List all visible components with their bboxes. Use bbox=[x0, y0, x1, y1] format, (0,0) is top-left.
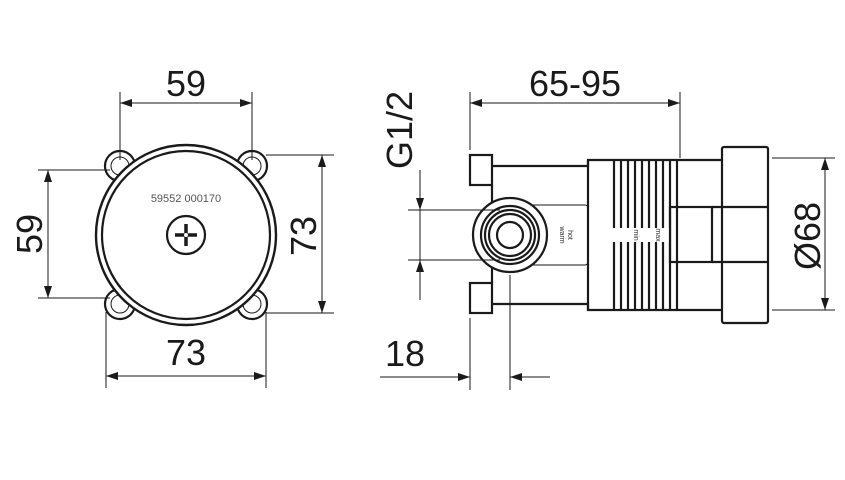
dim-length: 65-95 bbox=[529, 63, 621, 104]
front-view: 59552 000170 59 59 73 73 bbox=[9, 63, 334, 388]
dim-right: 73 bbox=[283, 216, 324, 256]
screw-icon bbox=[165, 214, 207, 256]
label-hot: hot bbox=[566, 230, 573, 240]
outlet-port bbox=[471, 196, 549, 274]
label-warm: warm bbox=[558, 225, 565, 243]
dim-left: 59 bbox=[9, 214, 50, 254]
label-min: min bbox=[632, 229, 639, 240]
dim-diameter: Ø68 bbox=[787, 202, 828, 270]
label-max: max bbox=[654, 228, 661, 242]
dim-top: 59 bbox=[166, 63, 206, 104]
dim-thread: G1/2 bbox=[379, 91, 420, 169]
dim-bottom: 73 bbox=[166, 332, 206, 373]
side-view: warm hot min max 65-95 G1/2 Ø68 bbox=[379, 63, 835, 390]
dim-offset: 18 bbox=[385, 333, 425, 374]
part-number: 59552 000170 bbox=[151, 193, 221, 205]
